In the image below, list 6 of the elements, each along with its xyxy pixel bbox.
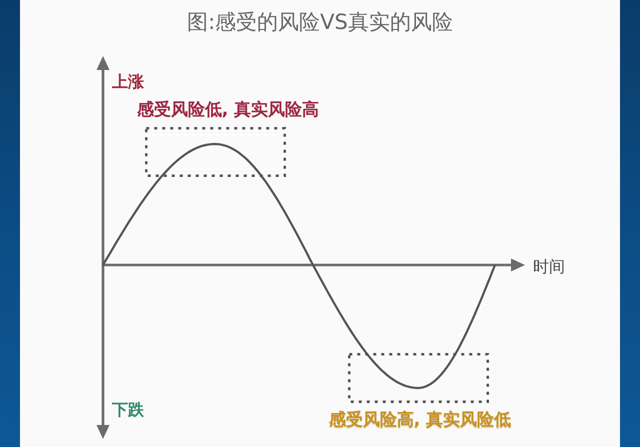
title: 图:感受的风险VS真实的风险 [187, 10, 453, 34]
axis-label: 上涨 [112, 72, 144, 92]
axis-label: 时间 [533, 257, 565, 277]
axis-label: 下跌 [112, 400, 144, 420]
annotation-text: 感受风险低, 真实风险高 [136, 100, 320, 120]
annotation-text: 感受风险高, 真实风险低 [328, 410, 512, 430]
